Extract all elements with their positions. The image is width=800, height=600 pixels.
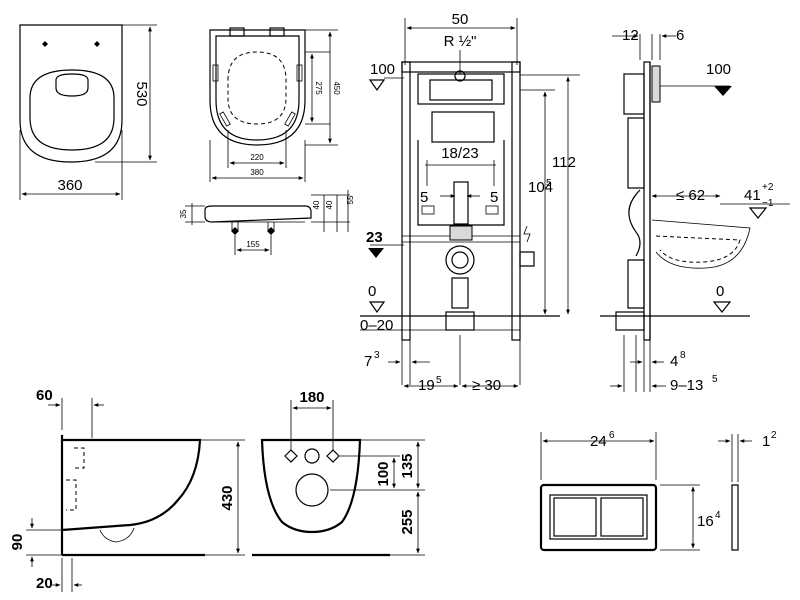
seat-outer bbox=[215, 35, 300, 141]
label-40b: 40 bbox=[325, 200, 334, 209]
bowl-top-view: 530 360 bbox=[19, 24, 157, 200]
label-41: 41 bbox=[744, 187, 761, 204]
frame-leg-left bbox=[401, 61, 411, 341]
label-4-sup: 8 bbox=[680, 350, 686, 361]
level-marker-100 bbox=[368, 79, 386, 92]
frame-side-view: 12 6 100 ≤ 62 41 +2 −1 0 4 8 9–13 5 bbox=[600, 27, 790, 394]
cistern-side bbox=[623, 73, 645, 115]
label-55: 55 bbox=[346, 195, 355, 204]
hinge-left bbox=[229, 27, 245, 37]
hinge-right bbox=[269, 27, 285, 37]
frame-leg-right bbox=[511, 61, 521, 341]
label-0-20: 0–20 bbox=[360, 317, 393, 334]
label-16-sup: 4 bbox=[715, 510, 721, 521]
label-5-right: 5 bbox=[490, 189, 498, 206]
seat-opening bbox=[227, 51, 287, 125]
label-19: 19 bbox=[418, 377, 435, 394]
level-marker-23 bbox=[368, 248, 384, 258]
label-20: 20 bbox=[36, 575, 53, 592]
label-16: 16 bbox=[697, 513, 714, 530]
bowl-outlet bbox=[55, 73, 89, 97]
label-40a: 40 bbox=[312, 200, 321, 209]
seat-lid-outline bbox=[209, 29, 306, 146]
label-9-13: 9–13 bbox=[670, 377, 703, 394]
bowl-outline bbox=[19, 24, 123, 163]
label-4: 4 bbox=[670, 353, 678, 370]
label-104: 104 bbox=[528, 179, 553, 196]
label-41-plus: +2 bbox=[762, 182, 774, 193]
bowl-side-profile bbox=[61, 438, 202, 532]
label-41-minus: −1 bbox=[762, 198, 774, 209]
drain-outlet bbox=[445, 245, 475, 275]
label-1-sup: 2 bbox=[771, 430, 777, 441]
label-1: 1 bbox=[762, 433, 770, 450]
label-220: 220 bbox=[250, 153, 264, 162]
label-380: 380 bbox=[250, 168, 264, 177]
label-100: 100 bbox=[375, 461, 392, 486]
cistern-top bbox=[417, 73, 505, 105]
label-35: 35 bbox=[179, 209, 188, 218]
label-275: 275 bbox=[314, 81, 323, 95]
label-7: 7 bbox=[364, 353, 372, 370]
flush-pipe bbox=[453, 181, 469, 225]
bowl-back-outline bbox=[260, 438, 362, 534]
label-front-0: 0 bbox=[368, 283, 376, 300]
label-le62: ≤ 62 bbox=[676, 187, 705, 204]
label-ge30: ≥ 30 bbox=[472, 377, 501, 394]
label-255: 255 bbox=[399, 509, 416, 534]
label-530: 530 bbox=[133, 81, 150, 106]
label-60: 60 bbox=[36, 387, 53, 404]
label-12: 12 bbox=[622, 27, 639, 44]
outlet-hole bbox=[295, 473, 329, 507]
label-r-half: R ½" bbox=[444, 33, 477, 50]
label-5-left: 5 bbox=[420, 189, 428, 206]
label-7-sup: 3 bbox=[374, 350, 380, 361]
drain-pipe bbox=[451, 277, 469, 309]
label-112: 112 bbox=[552, 154, 576, 171]
label-side-0: 0 bbox=[716, 283, 724, 300]
label-50: 50 bbox=[452, 11, 469, 28]
label-19-sup: 5 bbox=[436, 375, 442, 386]
label-18-23: 18/23 bbox=[441, 145, 479, 162]
label-24: 24 bbox=[590, 433, 607, 450]
flush-button-small bbox=[553, 497, 597, 537]
bowl-back-view: 180 135 100 255 bbox=[252, 389, 425, 557]
seat-side-profile bbox=[204, 205, 312, 223]
flush-plate-side bbox=[731, 484, 739, 551]
label-450: 450 bbox=[332, 81, 341, 95]
frame-top-rail bbox=[401, 61, 521, 73]
seat-side-view: 35 40 40 55 155 bbox=[179, 190, 355, 255]
frame-front-view: 50 R ½" 100 23 0 0–20 112 bbox=[360, 11, 580, 394]
label-front-23: 23 bbox=[366, 229, 383, 246]
flush-plate bbox=[539, 483, 658, 552]
label-104-sup: 5 bbox=[546, 178, 552, 189]
label-9-13-sup: 5 bbox=[712, 374, 718, 385]
flush-plate-view: 24 6 16 4 1 2 bbox=[539, 430, 777, 552]
seat-top-view: 275 450 220 380 bbox=[209, 27, 341, 182]
fixing-hole-right bbox=[94, 41, 100, 47]
label-360: 360 bbox=[57, 177, 82, 194]
label-6: 6 bbox=[676, 27, 684, 44]
level-marker-side-100 bbox=[714, 86, 732, 96]
bowl-side-view: 60 430 90 20 bbox=[9, 387, 245, 592]
label-front-100: 100 bbox=[370, 61, 395, 78]
label-430: 430 bbox=[219, 485, 236, 510]
label-180: 180 bbox=[299, 389, 324, 406]
fixing-hole-left bbox=[42, 41, 48, 47]
label-24-sup: 6 bbox=[609, 430, 615, 441]
flush-pipe-side bbox=[628, 189, 641, 257]
bowl-rim-inner bbox=[29, 69, 115, 151]
label-side-100: 100 bbox=[706, 61, 731, 78]
label-135: 135 bbox=[399, 453, 416, 478]
label-90: 90 bbox=[9, 534, 26, 551]
inlet-hole bbox=[304, 448, 320, 464]
label-155: 155 bbox=[246, 240, 260, 249]
cistern-body bbox=[431, 111, 495, 143]
flush-button-large bbox=[600, 497, 644, 537]
